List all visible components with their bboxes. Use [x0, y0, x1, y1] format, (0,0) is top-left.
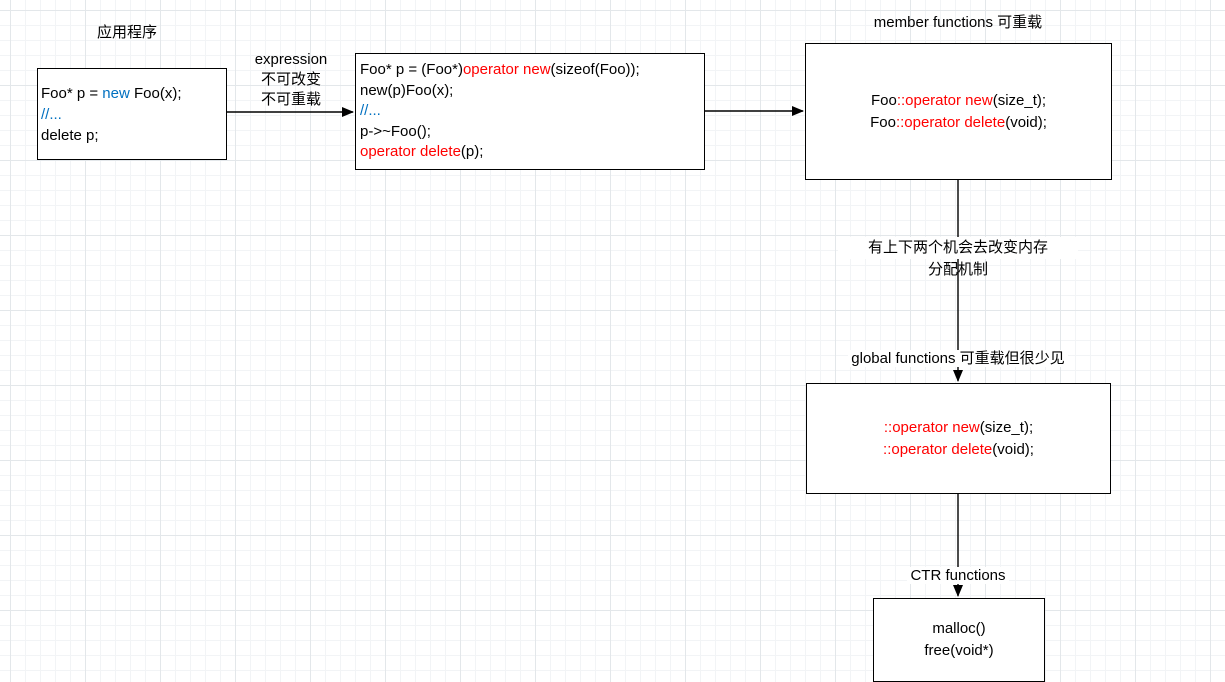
label-application-title[interactable]: 应用程序	[96, 24, 157, 41]
keyword-operator-new: ::operator new	[896, 91, 993, 109]
code-line: p->~Foo();	[360, 122, 431, 140]
code-line: Foo* p = (Foo*)operator new(sizeof(Foo))…	[360, 60, 704, 81]
keyword-operator-new: operator new	[462, 61, 551, 79]
code-text: (p);	[460, 143, 484, 161]
code-line: Foo::operator new(size_t);	[806, 90, 1111, 112]
code-line: new(p)Foo(x);	[360, 81, 454, 99]
edge-label-expression[interactable]: expression 不可改变 不可重载	[231, 50, 351, 110]
mid-note-line2: 分配机制	[927, 261, 988, 278]
code-text: Foo(x);	[129, 84, 182, 102]
comment-line: //...	[41, 105, 62, 123]
node-global-functions[interactable]: ::operator new(size_t); ::operator delet…	[806, 383, 1111, 494]
code-line: delete p;	[41, 126, 99, 144]
code-line: Foo::operator delete(void);	[806, 112, 1111, 134]
global-title-text: global functions 可重载但很少见	[848, 350, 1068, 367]
code-line: malloc()	[932, 620, 986, 637]
edge-label-line2: 不可改变	[260, 71, 321, 88]
keyword-new: new	[102, 84, 130, 102]
node-application-code[interactable]: Foo* p = new Foo(x); //... delete p;	[37, 68, 227, 160]
code-text: (sizeof(Foo));	[550, 61, 640, 79]
code-line: Foo* p = new Foo(x);	[41, 83, 226, 104]
edge-label-mid-note[interactable]: 有上下两个机会去改变内存 分配机制	[838, 237, 1078, 281]
label-ctr-functions[interactable]: CTR functions	[883, 566, 1033, 586]
code-line: operator delete(p);	[360, 142, 704, 163]
keyword-operator-delete: ::operator delete	[883, 440, 993, 458]
edge-label-line3: 不可重载	[260, 91, 321, 108]
keyword-operator-delete: operator delete	[360, 143, 461, 161]
keyword-operator-new: ::operator new	[883, 418, 980, 436]
code-text: Foo	[870, 91, 897, 109]
node-member-functions[interactable]: Foo::operator new(size_t); Foo::operator…	[805, 43, 1112, 180]
code-text: (void);	[992, 440, 1034, 458]
code-text: Foo* p =	[41, 84, 103, 102]
code-line: free(void*)	[924, 642, 994, 659]
code-line: ::operator new(size_t);	[807, 417, 1110, 439]
node-ctr-functions[interactable]: malloc() free(void*)	[873, 598, 1045, 682]
comment-line: //...	[360, 102, 381, 120]
code-text: (void);	[1005, 113, 1047, 131]
node-expression-code[interactable]: Foo* p = (Foo*)operator new(sizeof(Foo))…	[355, 53, 705, 170]
label-global-functions[interactable]: global functions 可重载但很少见	[808, 349, 1108, 369]
keyword-operator-delete: ::operator delete	[895, 113, 1006, 131]
code-text: Foo* p = (Foo*)	[360, 61, 463, 79]
mid-note-line1: 有上下两个机会去改变内存	[838, 237, 1078, 259]
edge-label-line1: expression	[254, 51, 328, 68]
label-member-functions[interactable]: member functions 可重载	[873, 14, 1043, 31]
ctr-title-text: CTR functions	[907, 567, 1009, 584]
code-text: (size_t);	[979, 418, 1034, 436]
code-line: ::operator delete(void);	[807, 439, 1110, 461]
code-text: Foo	[870, 113, 896, 131]
code-text: (size_t);	[992, 91, 1047, 109]
